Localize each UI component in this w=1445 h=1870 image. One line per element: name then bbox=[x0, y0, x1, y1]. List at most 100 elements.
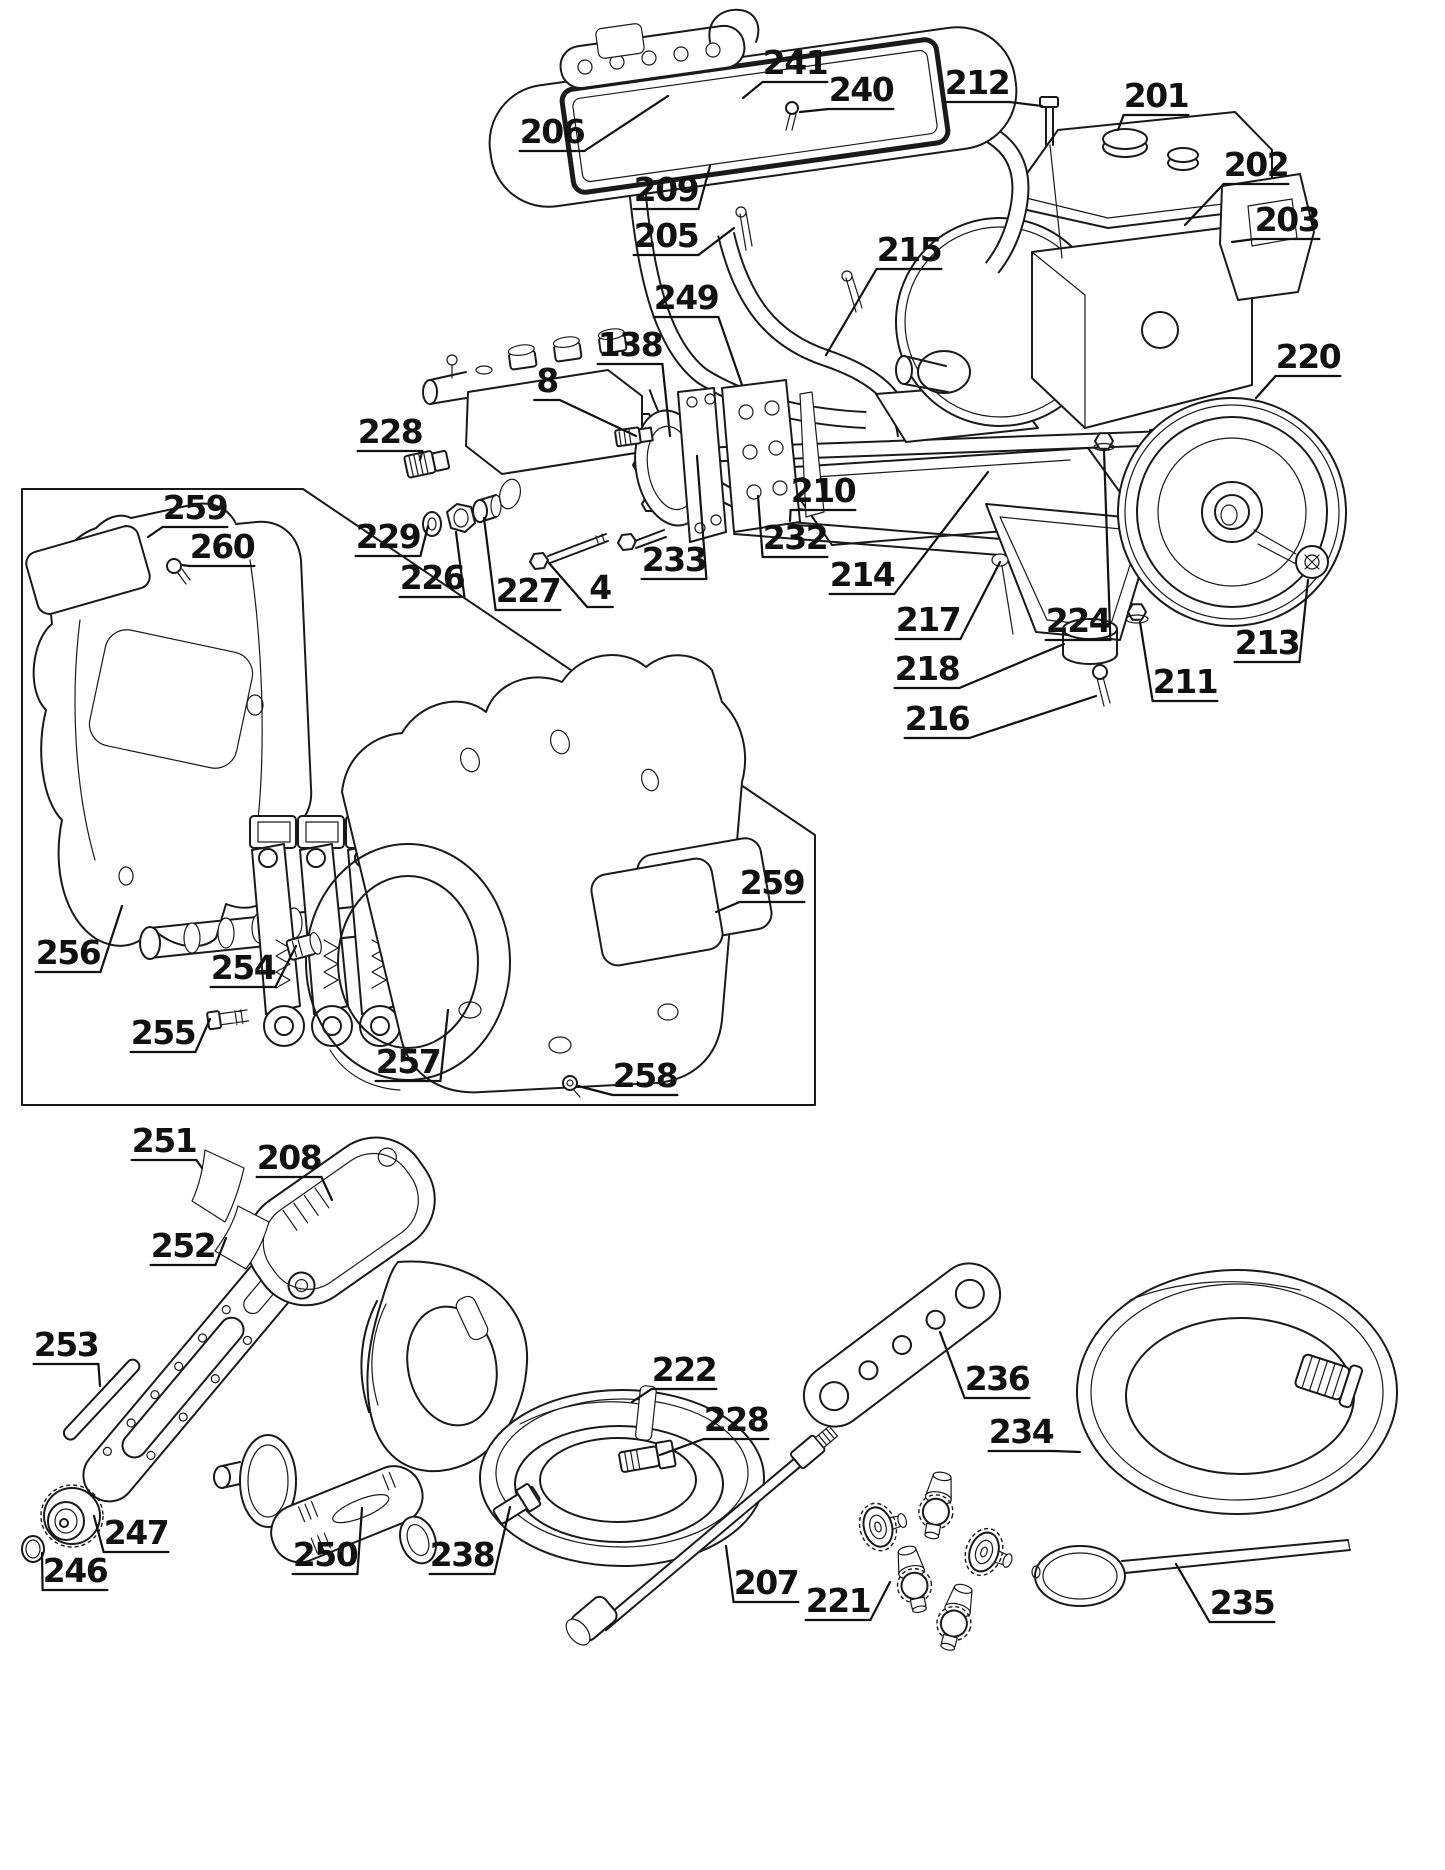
part-number-207: 207 bbox=[734, 1563, 798, 1602]
leader-line-228 bbox=[418, 449, 424, 462]
callout-222: 222 bbox=[630, 1350, 718, 1404]
leader-line-202 bbox=[1183, 182, 1225, 227]
leader-line-233 bbox=[695, 454, 708, 581]
part-number-4: 4 bbox=[589, 568, 611, 607]
part-number-211: 211 bbox=[1153, 662, 1217, 701]
leader-line-253 bbox=[97, 1362, 102, 1388]
hook bbox=[708, 8, 760, 43]
callout-259: 259 bbox=[146, 488, 229, 539]
air-filter-203 bbox=[1219, 173, 1315, 301]
screw-255-sketch bbox=[206, 1009, 250, 1031]
garden-hose-234-sketch bbox=[1076, 1269, 1398, 1515]
inset-detail-box bbox=[21, 488, 816, 1106]
part-number-233: 233 bbox=[642, 540, 706, 579]
callout-249: 249 bbox=[652, 278, 744, 387]
callout-226: 226 bbox=[398, 530, 466, 599]
callout-229: 229 bbox=[354, 517, 430, 558]
decal-252-sketch bbox=[214, 1205, 270, 1270]
part-number-260: 260 bbox=[190, 527, 255, 566]
handle-panel-sketch bbox=[488, 8, 1030, 274]
leader-line-229 bbox=[419, 524, 430, 558]
callout-256: 256 bbox=[34, 904, 124, 974]
callout-260: 260 bbox=[180, 527, 256, 568]
part-number-226: 226 bbox=[400, 558, 465, 597]
leader-line-215 bbox=[824, 267, 878, 357]
leader-line-240 bbox=[798, 107, 830, 114]
part-number-240: 240 bbox=[829, 70, 894, 109]
part-number-254: 254 bbox=[211, 948, 276, 987]
pump-sketch bbox=[422, 328, 727, 543]
bushing-227-sketch bbox=[472, 494, 502, 523]
part-number-213: 213 bbox=[1235, 623, 1299, 662]
leader-line-222 bbox=[630, 1387, 653, 1404]
part-number-258: 258 bbox=[613, 1056, 677, 1095]
side-handle-250-sketch bbox=[213, 1434, 437, 1565]
part-number-218: 218 bbox=[895, 649, 959, 688]
part-number-209: 209 bbox=[634, 170, 698, 209]
bolt-254-sketch bbox=[285, 932, 322, 961]
part-number-235: 235 bbox=[1210, 1583, 1274, 1622]
leader-line-234 bbox=[1052, 1449, 1082, 1454]
callout-251: 251 bbox=[130, 1121, 204, 1170]
engine-sketch bbox=[895, 111, 1315, 429]
leader-line-256 bbox=[99, 904, 124, 974]
part-number-202: 202 bbox=[1224, 145, 1288, 184]
callout-238: 238 bbox=[428, 1505, 512, 1576]
callout-241: 241 bbox=[741, 43, 829, 100]
part-number-221: 221 bbox=[806, 1581, 870, 1620]
leader-line-208 bbox=[320, 1175, 334, 1202]
callout-259: 259 bbox=[714, 863, 806, 914]
callout-138: 138 bbox=[596, 325, 672, 438]
bolt-212-sketch bbox=[1039, 96, 1063, 259]
leader-line-217 bbox=[959, 560, 1002, 641]
callout-236: 236 bbox=[938, 1330, 1031, 1400]
leader-line-260 bbox=[180, 563, 191, 568]
hose-end-238 bbox=[492, 1483, 542, 1525]
callout-213: 213 bbox=[1233, 578, 1310, 664]
callout-217: 217 bbox=[894, 560, 1002, 641]
mount-plate-249-232-sketch bbox=[721, 379, 825, 533]
part-number-256: 256 bbox=[36, 933, 101, 972]
leader-line-249 bbox=[717, 315, 744, 387]
callout-228: 228 bbox=[658, 1400, 770, 1457]
leader-line-258 bbox=[576, 1084, 614, 1097]
plug-228-sketch bbox=[403, 449, 451, 479]
callout-209: 209 bbox=[632, 164, 712, 211]
part-number-253: 253 bbox=[34, 1325, 98, 1364]
part-number-255: 255 bbox=[131, 1013, 195, 1052]
part-number-215: 215 bbox=[877, 230, 941, 269]
wheel-220-sketch bbox=[1117, 397, 1347, 627]
callout-201: 201 bbox=[1116, 76, 1190, 132]
part-number-250: 250 bbox=[293, 1535, 358, 1574]
callout-218: 218 bbox=[893, 642, 1066, 690]
part-number-203: 203 bbox=[1255, 200, 1319, 239]
leader-line-211 bbox=[1138, 620, 1154, 703]
pump-flange bbox=[677, 387, 727, 543]
leader-line-236 bbox=[938, 1330, 966, 1400]
leader-line-251 bbox=[195, 1158, 204, 1170]
fitting-8-138-sketch bbox=[614, 426, 654, 448]
callout-240: 240 bbox=[798, 70, 895, 114]
part-number-208: 208 bbox=[257, 1138, 321, 1177]
strap-plate-236-sketch bbox=[802, 1262, 1002, 1428]
nozzle-kit-221-sketch bbox=[853, 1468, 1021, 1656]
decal-259-left bbox=[25, 525, 151, 615]
leader-line-218 bbox=[958, 642, 1066, 690]
leader-line-257 bbox=[439, 1008, 450, 1083]
leader-line-207 bbox=[724, 1544, 735, 1604]
leader-line-232 bbox=[756, 494, 764, 559]
callout-8: 8 bbox=[533, 361, 638, 438]
leader-line-252 bbox=[214, 1236, 228, 1267]
leader-line-210 bbox=[788, 508, 792, 523]
screw-216-sketch bbox=[1092, 664, 1111, 707]
part-number-214: 214 bbox=[830, 555, 895, 594]
leader-line-214 bbox=[893, 470, 990, 596]
part-number-222: 222 bbox=[652, 1350, 716, 1389]
wand-207-sketch bbox=[565, 1425, 839, 1646]
carriage-nut bbox=[991, 553, 1009, 567]
part-number-259: 259 bbox=[740, 863, 804, 902]
leader-line-241 bbox=[741, 80, 764, 100]
fuel-cap bbox=[1102, 128, 1148, 150]
